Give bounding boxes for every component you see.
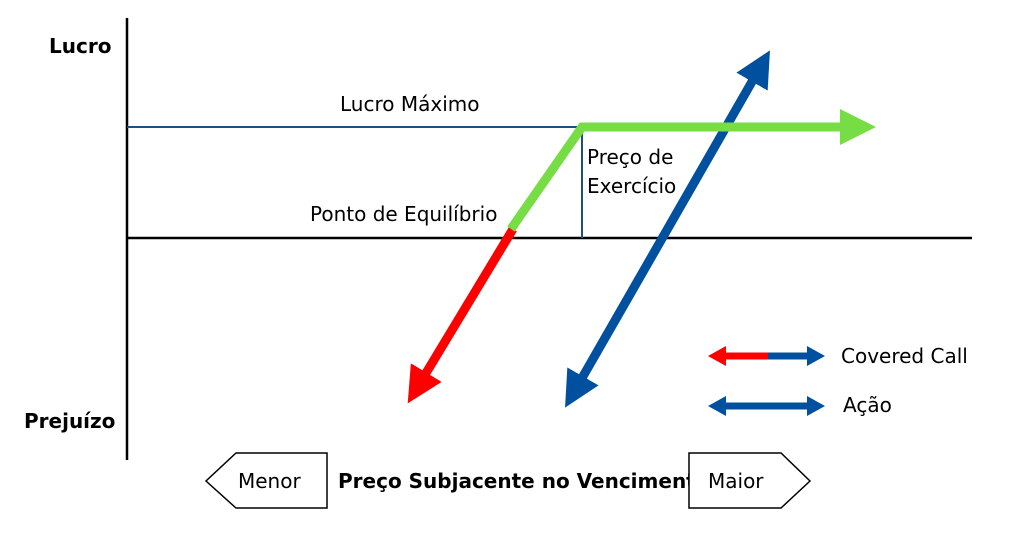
lower-price-label: Menor: [238, 469, 301, 493]
legend: Covered Call Ação: [708, 344, 968, 417]
covered-call-loss-arrow: [407, 226, 517, 404]
legend-stock-left-arrowhead: [708, 396, 726, 416]
legend-covered-call-label: Covered Call: [841, 344, 968, 368]
covered-call-profit-arrow: [507, 109, 876, 232]
y-axis-bottom-label: Prejuízo: [24, 409, 115, 433]
legend-stock-label: Ação: [843, 393, 892, 417]
legend-covered-call-left-arrowhead: [708, 346, 726, 366]
higher-price-label: Maior: [708, 469, 764, 493]
legend-covered-call-right-arrowhead: [807, 346, 825, 366]
max-profit-label: Lucro Máximo: [340, 92, 479, 116]
legend-stock-right-arrowhead: [807, 396, 825, 416]
y-axis-top-label: Lucro: [49, 34, 111, 58]
lower-price-arrow-box: [204, 452, 328, 509]
strike-price-label-line1: Preço de: [587, 145, 673, 169]
x-axis-label: Preço Subjacente no Vencimento: [338, 469, 709, 493]
stock-payoff-arrow: [565, 50, 770, 408]
strike-price-label-line2: Exercício: [587, 174, 676, 198]
breakeven-label: Ponto de Equilíbrio: [310, 202, 497, 226]
higher-price-arrow-box: [688, 452, 812, 509]
